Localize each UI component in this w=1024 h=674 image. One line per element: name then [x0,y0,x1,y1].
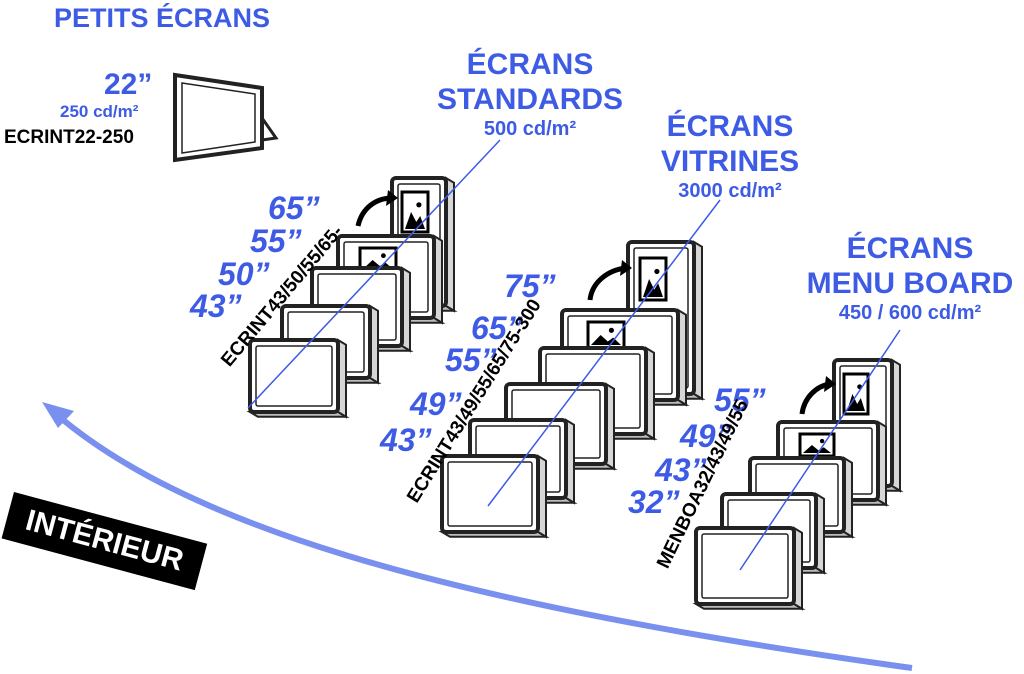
standards-title-line1: ÉCRANS [466,48,594,81]
standards-size-50: 50” [218,256,270,292]
menuboard-size-49: 49” [680,418,732,454]
standards-screen-stack [246,139,501,419]
vitrines-size-65: 65” [471,310,523,346]
menuboard-size-55: 55” [714,382,766,418]
standards-brightness: 500 cd/m² [483,118,577,140]
standards-portrait-image-icon [400,190,430,234]
vitrines-screen-43 [438,454,550,539]
standards-guide-line [247,139,501,409]
vitrines-landscape-image-icon [586,320,626,350]
standards-size-55: 55” [250,223,302,259]
standards-size-43: 43” [190,288,242,324]
petits-ecrans-title: PETITS ÉCRANS [54,3,271,33]
menuboard-brightness: 450 / 600 cd/m² [838,302,982,324]
menuboard-landscape-image-icon [798,432,836,458]
menuboard-screen-stack [692,329,904,611]
vitrines-title-line2: VITRINES [660,145,800,178]
petits-model: ECRINT22-250 [4,127,134,148]
menuboard-screen-32 [692,526,806,611]
vitrines-size-75: 75” [504,268,556,304]
vitrines-portrait-image-icon [638,256,668,302]
interior-arrow-head [42,402,74,428]
standards-size-65: 65” [268,190,320,226]
vitrines-screen-stack [438,199,721,539]
menuboard-title-line1: ÉCRANS [846,232,974,265]
vitrines-title-line1: ÉCRANS [666,110,794,143]
menuboard-size-43: 43” [655,452,707,488]
vitrines-size-55: 55” [445,342,497,378]
menuboard-title-line2: MENU BOARD [806,267,1014,300]
menuboard-size-32: 32” [628,484,680,520]
small-screen-22 [173,72,279,163]
standards-title-line2: STANDARDS [436,83,624,116]
vitrines-size-49: 49” [410,386,462,422]
vitrines-guide-line [487,199,721,507]
vitrines-size-43: 43” [380,422,432,458]
interior-curve-arrow [54,411,913,671]
standards-screen-43 [246,338,350,419]
petits-size-label: 22” [104,68,153,101]
menuboard-guide-line [739,329,901,571]
vitrines-brightness: 3000 cd/m² [678,180,782,202]
petits-brightness: 250 cd/m² [60,102,139,121]
